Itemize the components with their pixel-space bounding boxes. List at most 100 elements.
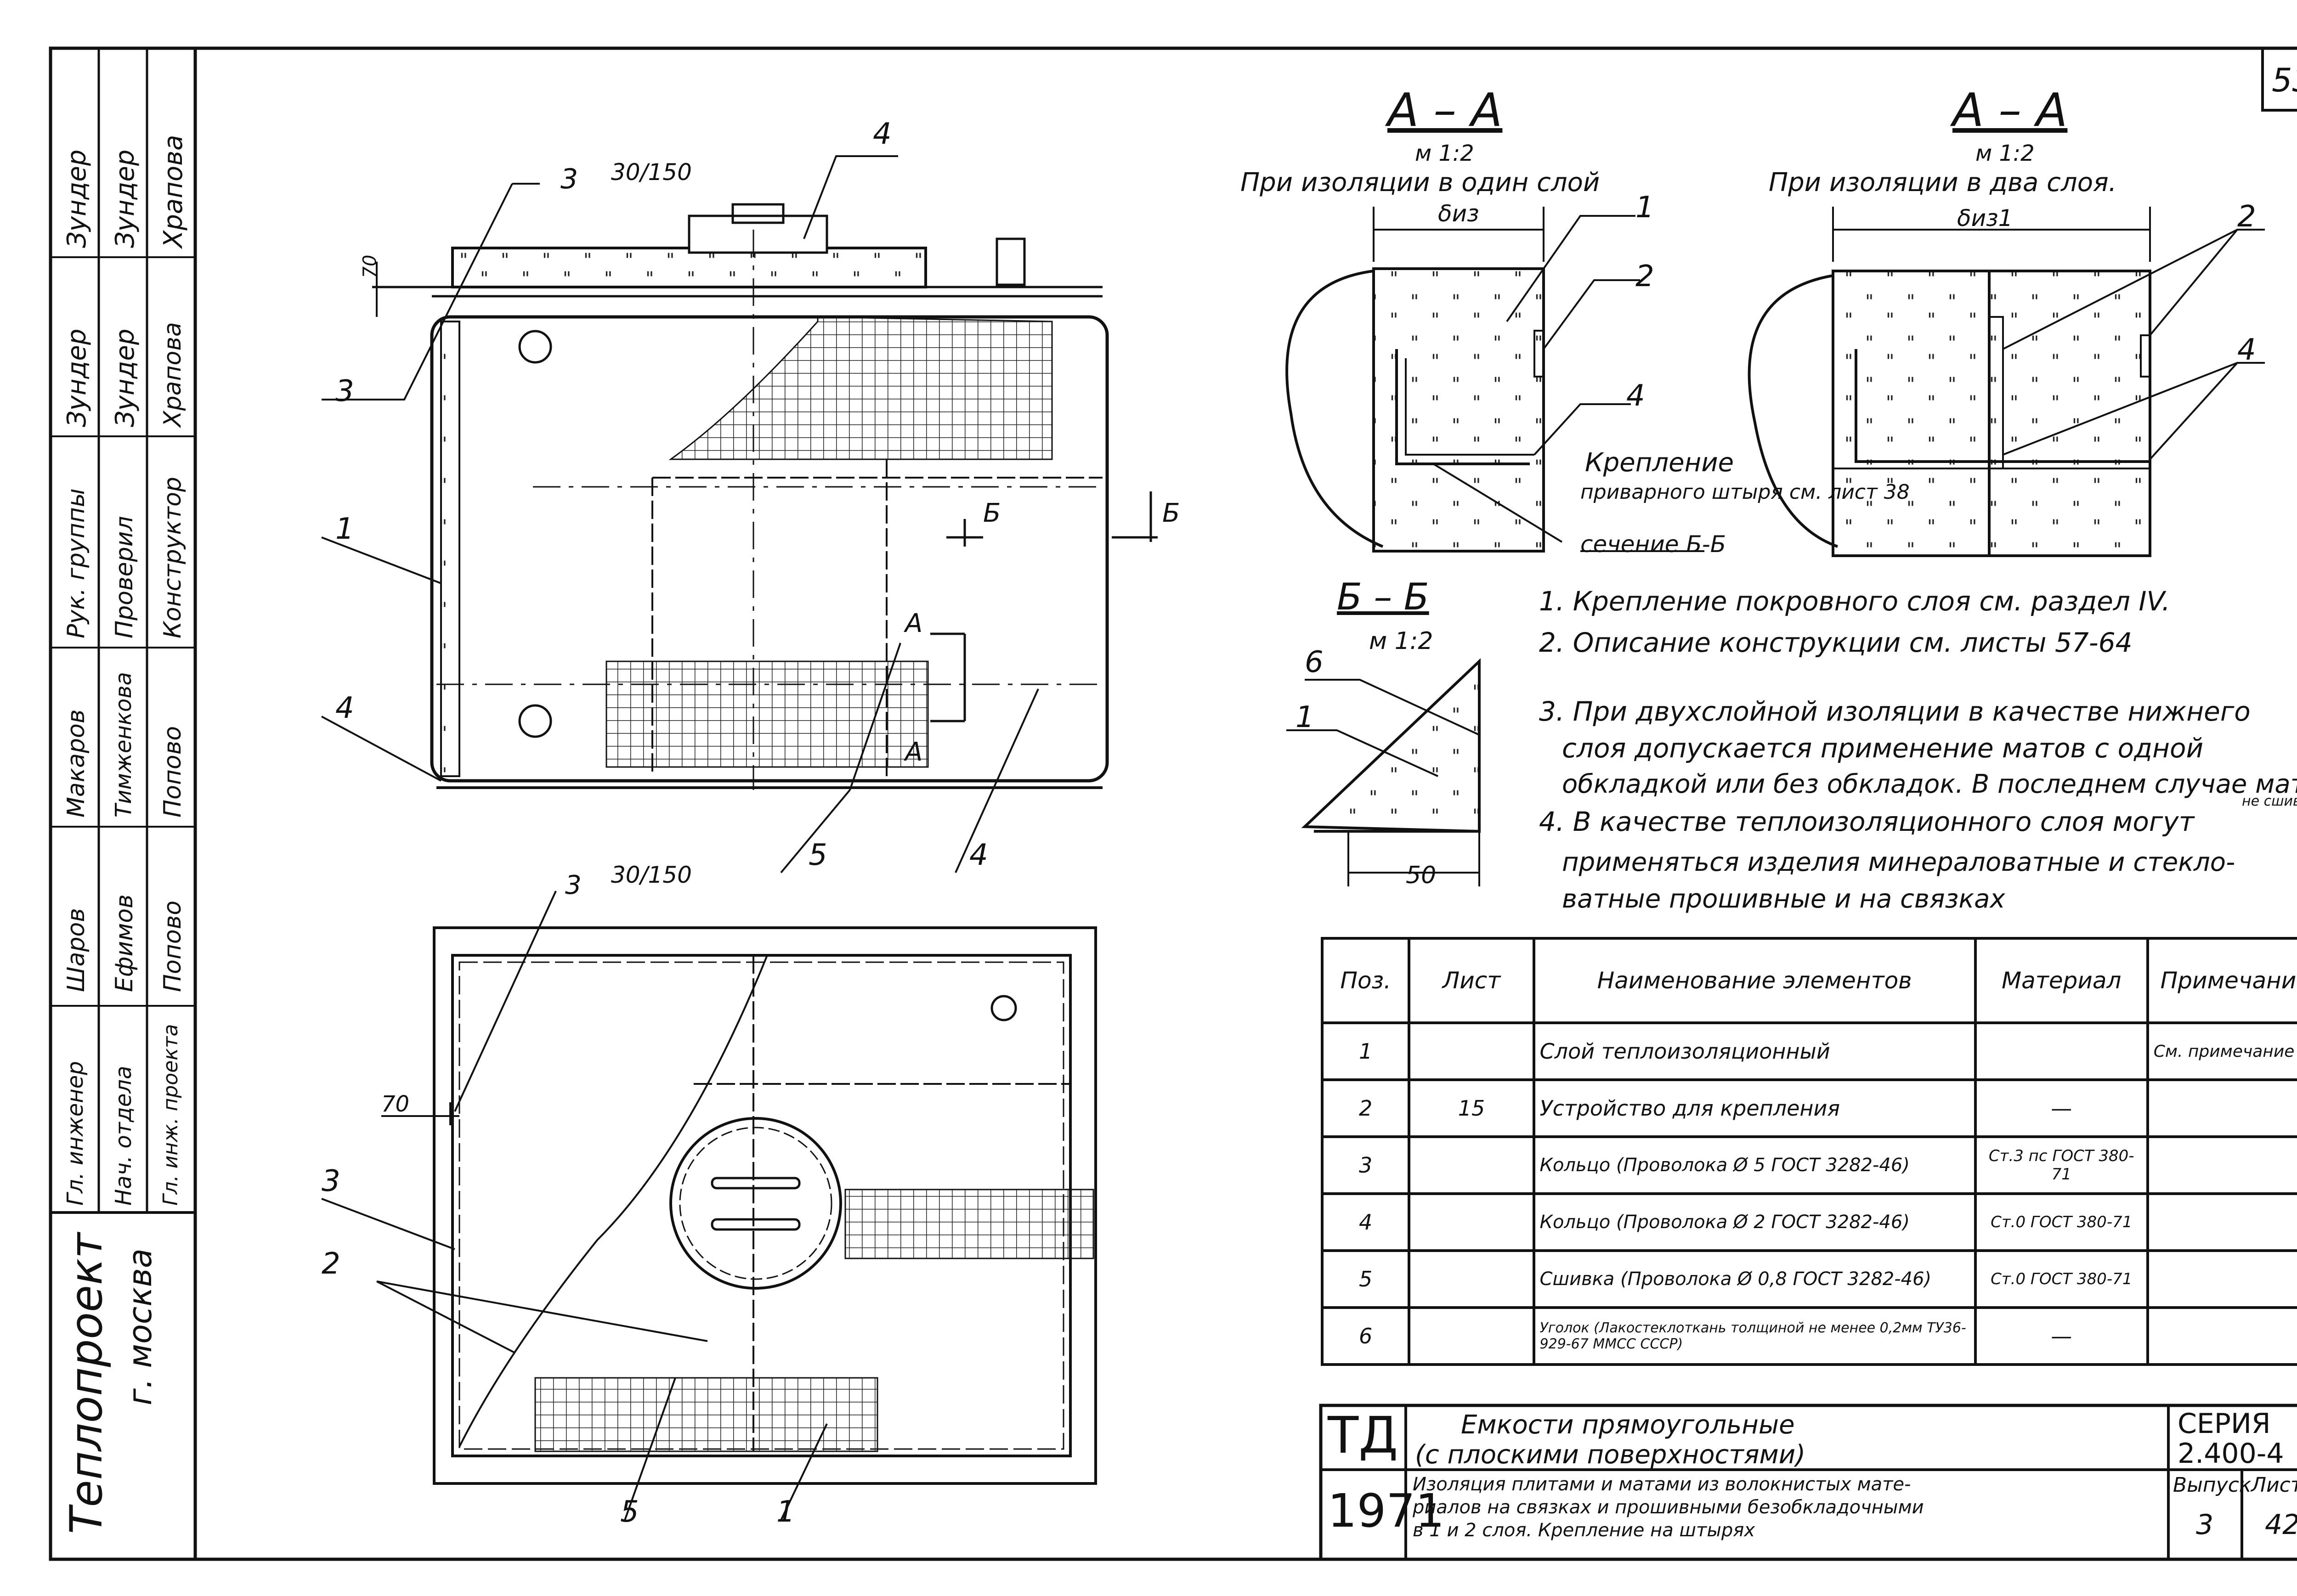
pv-label-2: 2 (322, 1247, 340, 1281)
cell-name: Кольцо (Проволока Ø 2 ГОСТ 3282-46) (1532, 1192, 1977, 1252)
aa-left-caption: При изоляции в один слой (1240, 168, 1600, 197)
aa-left-scale: м 1:2 (1415, 141, 1474, 166)
pv-label-5: 5 (620, 1495, 639, 1529)
aa-left-label-4: 4 (1626, 379, 1645, 413)
bb-title: Б – Б (1337, 575, 1429, 618)
tv-section-a-1: А (905, 609, 923, 638)
title-block-frame (1319, 1404, 2297, 1561)
cell-pos: 5 (1320, 1249, 1411, 1309)
stamp-role-3: Гл. инж. проекта (159, 1024, 182, 1206)
note-4c: ватные прошивные и на связках (1562, 884, 2005, 914)
tv-label-4-left: 4 (335, 691, 354, 725)
stamp-top-1: Зундер (62, 149, 92, 248)
pv-label-3: 3 (565, 870, 582, 900)
tb-sheet-value: 42 (2265, 1509, 2297, 1541)
tb-series-value: 2.400-4 (2178, 1438, 2284, 1470)
cell-pos: 2 (1320, 1078, 1411, 1138)
pv-slope: 30/150 (611, 862, 692, 888)
stamp-sign-2: Ефимов (111, 894, 138, 992)
cell-name: Слой теплоизоляционный (1532, 1021, 1977, 1081)
stamp-name-2: Тимженкова (111, 672, 136, 818)
tv-section-b-1: Б (983, 498, 1001, 528)
stamp-role-1: Гл. инженер (62, 1061, 88, 1206)
tb-desc-2: риалов на связках и прошивными безобклад… (1413, 1497, 1924, 1518)
tb-series-label: СЕРИЯ (2178, 1408, 2271, 1440)
tank-side-view (321, 155, 1158, 874)
aa-left-label-1: 1 (1635, 191, 1654, 225)
cell-sheet (1408, 1306, 1535, 1366)
stamp-sign-b: Зундер (110, 328, 140, 427)
spec-table: Поз. Лист Наименование элементов Материа… (1320, 937, 2297, 1366)
tb-desc-3: в 1 и 2 слоя. Крепление на штырях (1413, 1520, 1755, 1541)
section-aa-one-layer (1285, 207, 1640, 553)
tv-label-3: 3 (560, 163, 578, 195)
aa-left-dim: δиз (1438, 200, 1479, 227)
stamp-top-3: Храпова (158, 135, 188, 248)
mount-note-1: Крепление (1585, 448, 1734, 478)
tb-issue-label: Выпуск (2173, 1473, 2252, 1497)
bb-label-1: 1 (1296, 700, 1314, 734)
note-4: 4. В качестве теплоизоляционного слоя мо… (1539, 806, 2195, 837)
page-number: 53 (2272, 62, 2297, 99)
cell-material: — (1974, 1078, 2149, 1138)
note-3c: обкладкой или без обкладок. В последнем … (1562, 769, 2297, 799)
tb-title-1: Емкости прямоугольные (1461, 1410, 1795, 1440)
cell-note (2146, 1135, 2297, 1195)
stamp-name-makarov: Макаров (62, 709, 90, 818)
aa-right-title: А – А (1952, 83, 2068, 137)
tv-label-3-left: 3 (335, 374, 354, 408)
section-aa-two-layers (1748, 207, 2265, 557)
note-4b: применяться изделия минераловатные и сте… (1562, 847, 2235, 877)
table-row: 2 15 Устройство для крепления — (1320, 1078, 2297, 1138)
note-3: 3. При двухслойной изоляции в качестве н… (1539, 696, 2251, 727)
cell-sheet: 15 (1408, 1078, 1535, 1138)
spec-header-material: Материал (1974, 937, 2149, 1024)
stamp-sign-a: Зундер (62, 328, 92, 427)
aa-left-label-2: 2 (1635, 259, 1654, 293)
cell-material: Ст.3 пс ГОСТ 380-71 (1974, 1135, 2149, 1195)
tb-issue-value: 3 (2196, 1509, 2214, 1541)
stamp-role-2: Нач. отдела (111, 1066, 136, 1206)
stamp-name-3: Попово (159, 726, 187, 818)
tb-code: ТД (1328, 1406, 1398, 1465)
stamp-sign-c: Храпова (159, 322, 187, 427)
aa-right-caption: При изоляции в два слоя. (1769, 168, 2117, 197)
note-3d: не сшивать. (2242, 793, 2297, 809)
table-row: 6 Уголок (Лакостеклоткань толщиной не ме… (1320, 1306, 2297, 1366)
cell-material (1974, 1021, 2149, 1081)
tv-label-5: 5 (809, 838, 827, 872)
cell-note (2146, 1192, 2297, 1252)
aa-right-label-4: 4 (2237, 333, 2256, 367)
aa-left-title: А – А (1387, 83, 1503, 137)
aa-right-label-2: 2 (2237, 200, 2256, 234)
cell-sheet (1408, 1135, 1535, 1195)
note-1: 1. Крепление покровного слоя см. раздел … (1539, 586, 2170, 617)
stamp-sign-1: Шаров (62, 908, 90, 992)
aa-right-dim: δиз1 (1957, 205, 2013, 231)
cell-note: См. примечание 4 (2146, 1021, 2297, 1081)
cell-note (2146, 1078, 2297, 1138)
cell-pos: 4 (1320, 1192, 1411, 1252)
tv-label-4-bottom: 4 (969, 838, 988, 872)
cell-material: Ст.0 ГОСТ 380-71 (1974, 1249, 2149, 1309)
tv-label-1: 1 (335, 512, 354, 546)
tv-section-a-2: А (905, 737, 923, 767)
note-3b: слоя допускается применение матов с одно… (1562, 733, 2204, 764)
tank-plan-view (321, 891, 1097, 1521)
tb-year: 1971 (1328, 1484, 1445, 1538)
bb-scale: м 1:2 (1369, 627, 1433, 655)
cell-pos: 1 (1320, 1021, 1411, 1081)
cell-name: Кольцо (Проволока Ø 5 ГОСТ 3282-46) (1532, 1135, 1977, 1195)
spec-header-note: Примечание (2146, 937, 2297, 1024)
stamp-role-checked: Проверил (111, 516, 138, 638)
bb-label-6: 6 (1305, 645, 1324, 679)
pv-label-3-left: 3 (322, 1164, 340, 1198)
stamp-sign-3: Попово (159, 900, 187, 992)
cell-pos: 6 (1320, 1306, 1411, 1366)
cell-name: Уголок (Лакостеклоткань толщиной не мене… (1532, 1306, 1977, 1366)
cell-note (2146, 1306, 2297, 1366)
aa-right-scale: м 1:2 (1975, 141, 2035, 166)
table-row: 1 Слой теплоизоляционный См. примечание … (1320, 1021, 2297, 1081)
